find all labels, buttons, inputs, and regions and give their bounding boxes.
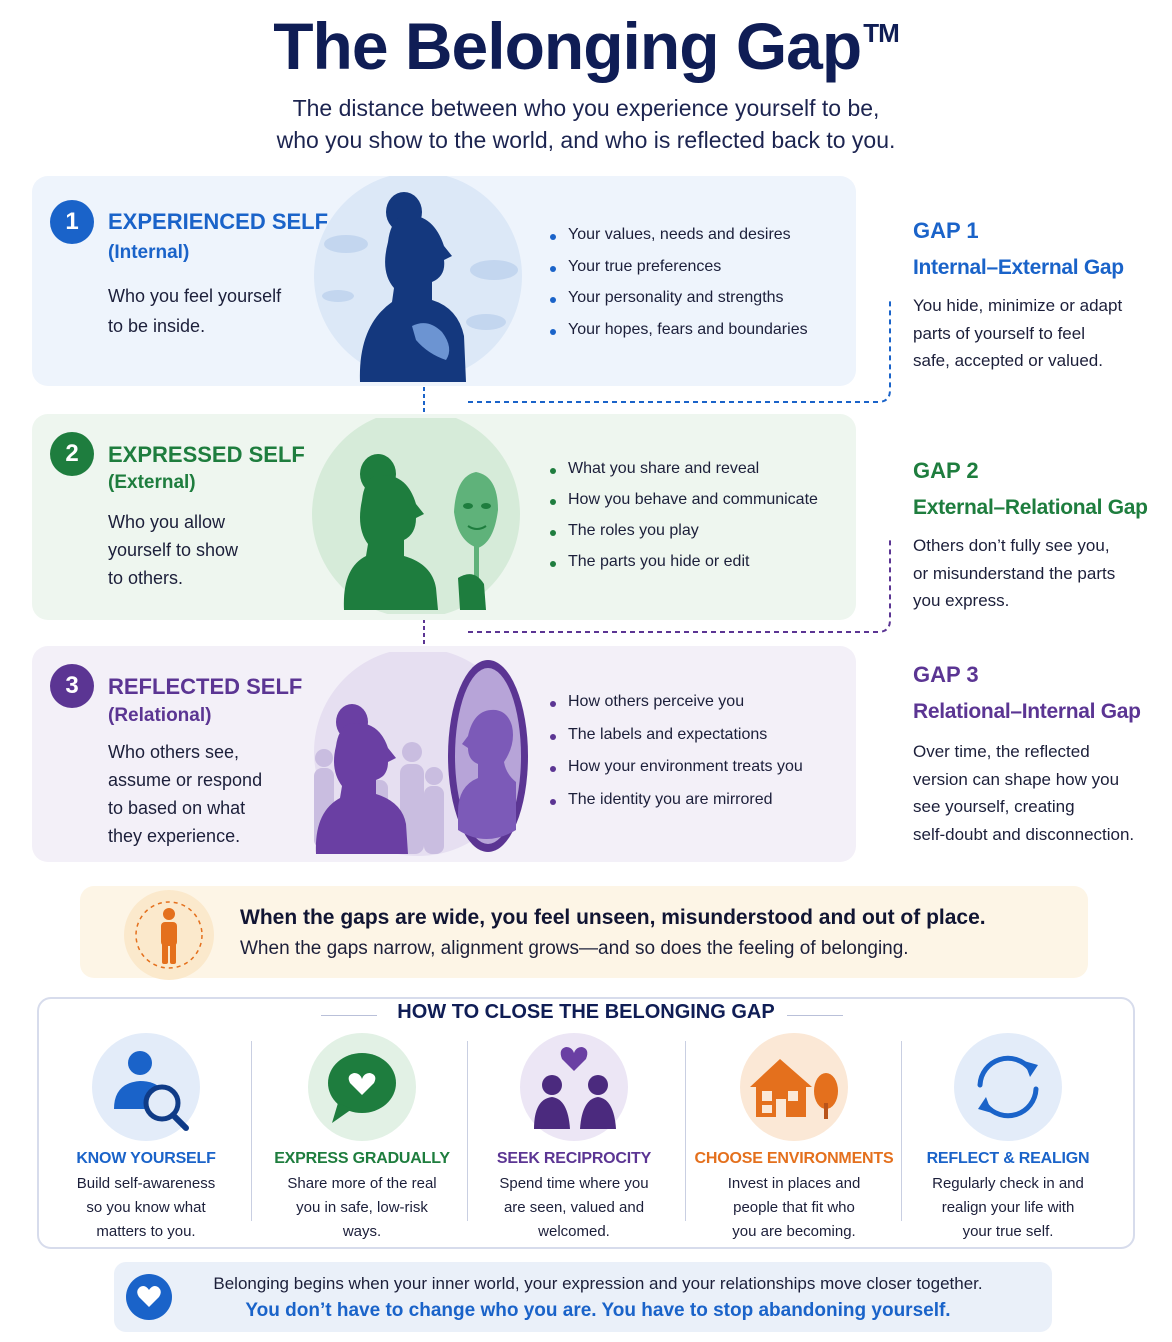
woman-hand-on-heart-illustration: [314, 176, 522, 382]
step-divider: [251, 1041, 252, 1221]
bullet-item: How your environment treats you: [550, 758, 803, 791]
gap-2-name: External–Relational Gap: [913, 496, 1148, 519]
gap-3-label: GAP 3: [913, 662, 979, 687]
reflected-self-subtitle: (Relational): [108, 705, 212, 726]
expressed-self-title: EXPRESSED SELF: [108, 442, 305, 467]
expressed-self-card: 2 EXPRESSED SELF (External) Who you allo…: [32, 414, 856, 620]
page-title: The Belonging GapTM: [273, 9, 900, 83]
step-reflect-realign: REFLECT & REALIGN Regularly check in and…: [901, 1033, 1115, 1244]
bullet-item: The roles you play: [550, 522, 818, 553]
footer-banner: Belonging begins when your inner world, …: [114, 1262, 1052, 1332]
experienced-self-card: 1 EXPERIENCED SELF (Internal) Who you fe…: [32, 176, 856, 386]
bullet-item: The labels and expectations: [550, 726, 803, 759]
experienced-self-title: EXPERIENCED SELF: [108, 209, 329, 234]
step-divider: [901, 1041, 902, 1221]
bullet-item: The identity you are mirrored: [550, 791, 803, 824]
step-number-1: 1: [50, 200, 94, 244]
speech-heart-icon: [308, 1033, 416, 1141]
bullet-item: How you behave and communicate: [550, 491, 818, 522]
gap-1-name: Internal–External Gap: [913, 256, 1124, 279]
refresh-arrows-icon: [954, 1033, 1062, 1141]
house-tree-icon: [740, 1033, 848, 1141]
gap-1-label: GAP 1: [913, 218, 979, 243]
bullet-item: Your true preferences: [550, 258, 808, 290]
reflected-self-title: REFLECTED SELF: [108, 674, 303, 699]
callout-headline: When the gaps are wide, you feel unseen,…: [240, 906, 986, 929]
bullet-item: Your values, needs and desires: [550, 226, 808, 258]
gap-2-label: GAP 2: [913, 458, 979, 483]
person-search-icon: [92, 1033, 200, 1141]
callout-text: When the gaps narrow, alignment grows—an…: [240, 938, 909, 959]
step-number-3: 3: [50, 664, 94, 708]
trademark-mark: TM: [863, 18, 900, 48]
experienced-self-bullets: Your values, needs and desires Your true…: [550, 226, 808, 352]
title-rule-right: [787, 1015, 843, 1016]
expressed-self-description: Who you allow yourself to show to others…: [108, 512, 239, 588]
step-choose-environments: CHOOSE ENVIRONMENTS Invest in places and…: [687, 1033, 901, 1244]
reflected-self-card: 3 REFLECTED SELF (Relational) Who others…: [32, 646, 856, 862]
gap-3-name: Relational–Internal Gap: [913, 700, 1141, 723]
bullet-item: Your hopes, fears and boundaries: [550, 321, 808, 353]
gap-1: GAP 1 Internal–External Gap You hide, mi…: [913, 218, 1163, 375]
step-express-gradually: EXPRESS GRADUALLY Share more of the real…: [255, 1033, 469, 1244]
woman-with-mask-illustration: [312, 418, 520, 614]
step-divider: [685, 1041, 686, 1221]
bullet-item: How others perceive you: [550, 693, 803, 726]
footer-tagline: You don’t have to change who you are. Yo…: [245, 1300, 951, 1321]
two-people-heart-icon: [520, 1033, 628, 1141]
bullet-item: What you share and reveal: [550, 460, 818, 491]
heart-icon: [126, 1274, 172, 1320]
page-subtitle: The distance between who you experience …: [276, 95, 896, 153]
gap-1-description: You hide, minimize or adapt parts of you…: [913, 296, 1123, 370]
gap-3-description: Over time, the reflected version can sha…: [913, 742, 1135, 844]
person-target-icon: [124, 890, 214, 980]
step-divider: [467, 1041, 468, 1221]
gap-2: GAP 2 External–Relational Gap Others don…: [913, 458, 1163, 615]
bullet-item: Your personality and strengths: [550, 289, 808, 321]
step-seek-reciprocity: SEEK RECIPROCITY Spend time where you ar…: [467, 1033, 681, 1244]
expressed-self-bullets: What you share and reveal How you behave…: [550, 460, 818, 584]
gap-3: GAP 3 Relational–Internal Gap Over time,…: [913, 662, 1163, 848]
gap-2-description: Others don’t fully see you, or misunders…: [913, 536, 1116, 610]
close-gap-title: HOW TO CLOSE THE BELONGING GAP: [397, 1001, 775, 1023]
title-rule-left: [321, 1015, 377, 1016]
experienced-self-description: Who you feel yourself to be inside.: [108, 286, 282, 336]
gap-callout: When the gaps are wide, you feel unseen,…: [80, 886, 1088, 980]
reflected-self-bullets: How others perceive you The labels and e…: [550, 693, 803, 823]
footer-text: Belonging begins when your inner world, …: [213, 1274, 983, 1293]
reflected-self-description: Who others see, assume or respond to bas…: [108, 742, 263, 846]
bullet-item: The parts you hide or edit: [550, 553, 818, 584]
experienced-self-subtitle: (Internal): [108, 242, 190, 263]
woman-and-mirror-illustration: [314, 652, 528, 856]
close-gap-panel: HOW TO CLOSE THE BELONGING GAP KNOW YOUR…: [37, 997, 1135, 1249]
expressed-self-subtitle: (External): [108, 472, 196, 493]
step-know-yourself: KNOW YOURSELF Build self-awareness so yo…: [39, 1033, 253, 1244]
step-number-2: 2: [50, 432, 94, 476]
